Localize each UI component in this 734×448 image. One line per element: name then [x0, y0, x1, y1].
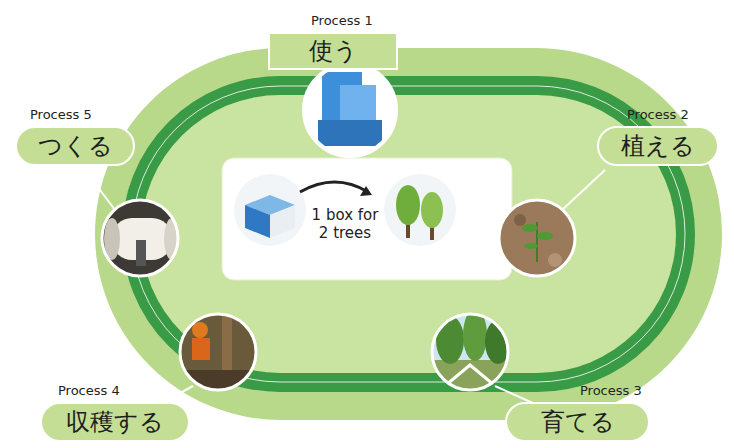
process-box: つくる [15, 126, 135, 166]
outer-track [95, 48, 722, 420]
process-number: Process 5 [30, 106, 92, 124]
process-box: 使う [268, 32, 398, 70]
photo-factory [100, 198, 184, 282]
tree-icon [396, 185, 420, 225]
photo-frame [102, 200, 178, 276]
process-number: Process 2 [627, 106, 689, 124]
photo-frame [304, 64, 396, 156]
leader-line [85, 170, 115, 210]
summary-text: 1 box for 2 trees [308, 206, 382, 242]
process-number: Process 4 [58, 382, 120, 400]
process-label: 使う [309, 36, 358, 66]
process-box: 育てる [505, 402, 650, 442]
process-node: Process 5 つくる [15, 106, 135, 166]
process-box: 収穫する [40, 402, 190, 442]
photo-frame [499, 200, 575, 276]
photo-frame [180, 314, 256, 390]
process-label: 収穫する [66, 407, 164, 437]
photo-forest [430, 309, 514, 396]
process-node: Process 2 植える [597, 106, 719, 166]
box-icon [270, 205, 295, 238]
center-panel [222, 158, 512, 280]
process-label: 育てる [541, 407, 615, 437]
process-label: つくる [38, 131, 113, 161]
box-icon [245, 205, 270, 238]
box-icon-ground [234, 174, 306, 246]
process-node: Process 3 育てる [505, 382, 650, 442]
tree-icon-ground [384, 174, 456, 246]
photo-harvest [178, 312, 262, 396]
process-node: Process 4 収穫する [40, 382, 190, 442]
process-box: 植える [597, 126, 719, 166]
leader-line [562, 170, 605, 210]
photo-frame [432, 314, 508, 390]
tree-icon [421, 192, 443, 228]
arrow [300, 182, 368, 192]
photo-boxes [300, 60, 400, 160]
photo-seedling [495, 196, 579, 280]
arrow-head [360, 186, 372, 196]
summary-box: 1 box for 2 trees [222, 158, 512, 280]
process-number: Process 3 [580, 382, 642, 400]
process-label: 植える [621, 131, 695, 161]
process-node: Process 1 使う [268, 12, 398, 70]
process-number: Process 1 [311, 12, 373, 30]
